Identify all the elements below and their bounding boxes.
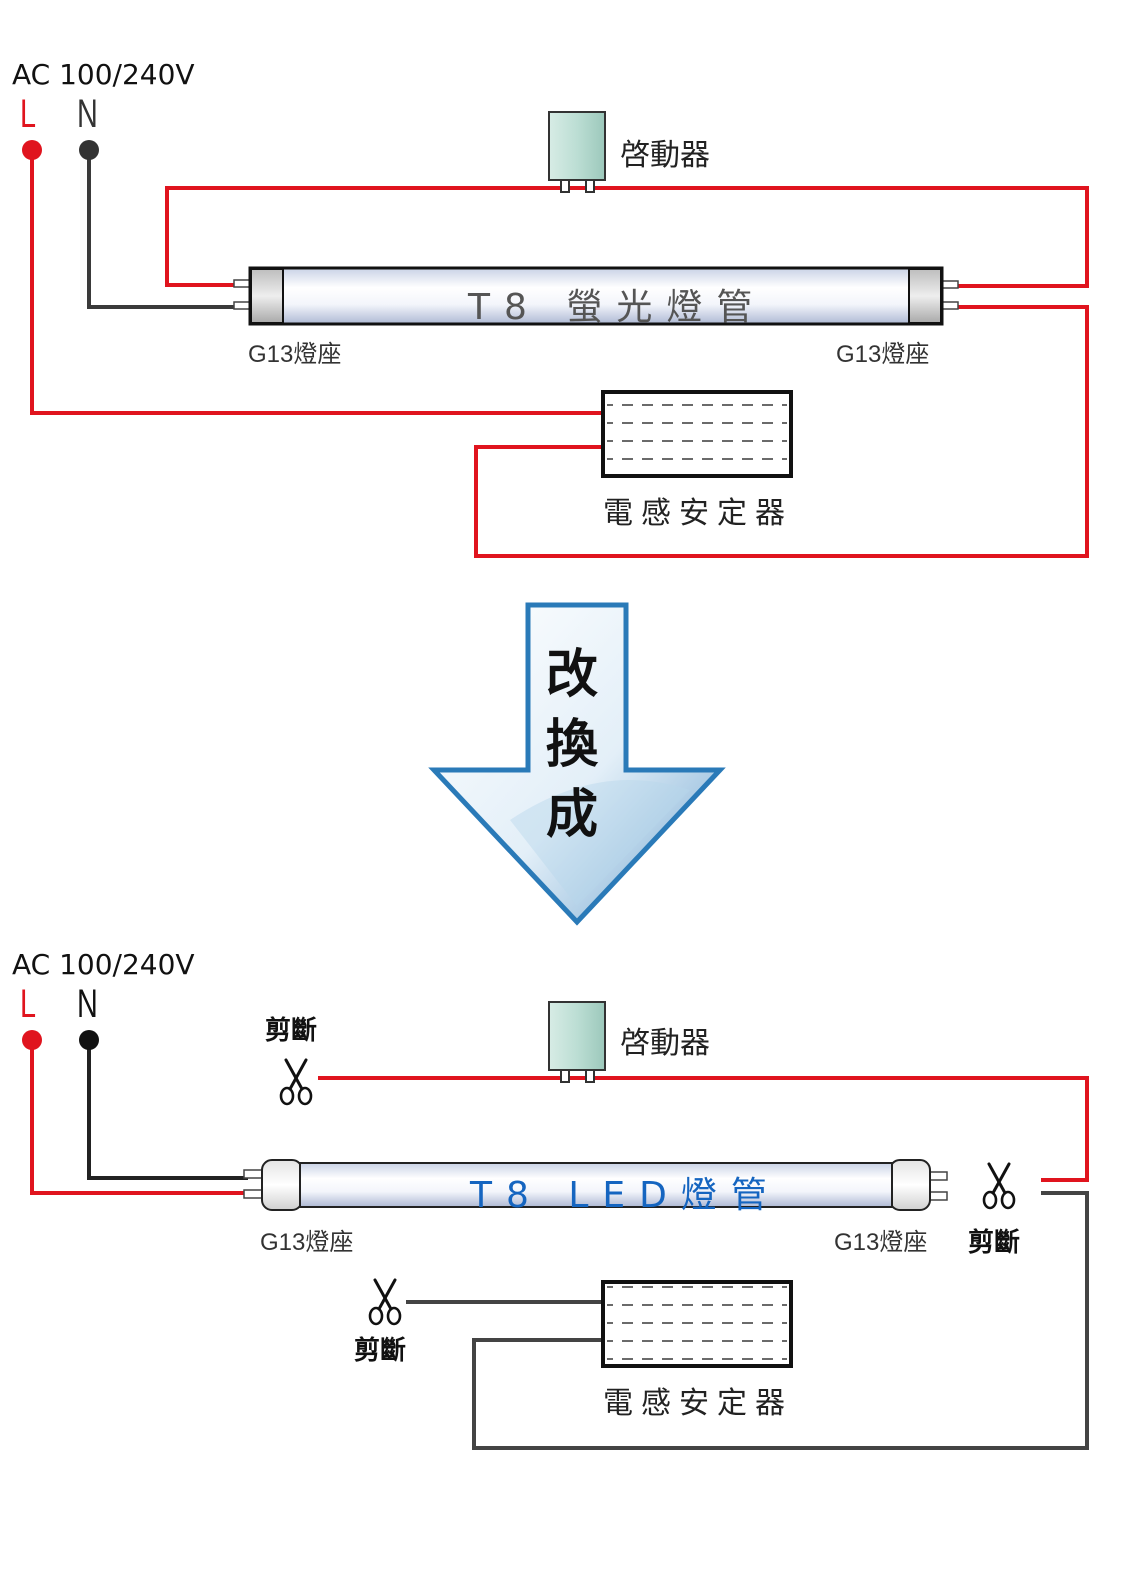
top-ballast-label: 電感安定器 <box>603 496 793 531</box>
bottom-ballast-wire <box>472 1191 1089 1450</box>
top-ballast-icon <box>601 390 793 478</box>
bottom-neutral-terminal <box>79 1030 99 1050</box>
top-neutral-label: N <box>77 92 98 136</box>
arrow-char-3: 成 <box>545 785 598 845</box>
top-neutral-wire <box>87 150 250 309</box>
top-live-label: L <box>20 92 37 136</box>
top-tube <box>233 266 959 326</box>
bottom-live-wire <box>30 1040 248 1195</box>
bottom-neutral-wire <box>87 1040 248 1180</box>
scissors-icon-starter <box>279 1058 313 1106</box>
bottom-live-terminal <box>22 1030 42 1050</box>
bottom-ballast-label: 電感安定器 <box>603 1386 793 1421</box>
top-neutral-terminal <box>79 140 99 160</box>
top-diagram <box>22 111 1089 558</box>
top-starter-wire <box>165 186 1089 288</box>
bottom-live-label: L <box>20 982 37 1026</box>
top-socket-right-label: G13燈座 <box>836 341 930 368</box>
bottom-diagram <box>22 1001 1089 1450</box>
top-socket-left-label: G13燈座 <box>248 341 342 368</box>
arrow-char-1: 改 <box>545 645 598 705</box>
cut-label-starter: 剪斷 <box>265 1016 318 1046</box>
top-tube-label: T8 螢光燈管 <box>468 287 767 328</box>
bottom-starter-label: 啓動器 <box>620 1026 710 1061</box>
top-starter-label: 啓動器 <box>620 138 710 173</box>
cut-label-right: 剪斷 <box>968 1228 1021 1258</box>
top-supply-label: AC 100/240V <box>12 58 195 91</box>
scissors-icon-right <box>982 1162 1016 1210</box>
bottom-neutral-label: N <box>77 982 98 1026</box>
bottom-socket-right-label: G13燈座 <box>834 1229 928 1256</box>
bottom-starter-icon <box>548 1001 606 1083</box>
scissors-icon-ballast <box>368 1278 402 1326</box>
bottom-tube-label: T8 LED燈管 <box>470 1175 781 1216</box>
top-live-wire <box>30 150 603 415</box>
change-arrow <box>428 602 726 926</box>
top-starter-icon <box>548 111 606 193</box>
top-ballast-wire <box>474 305 1089 558</box>
bottom-ballast-icon <box>601 1280 793 1368</box>
arrow-char-2: 換 <box>545 715 598 775</box>
top-live-terminal <box>22 140 42 160</box>
cut-label-ballast: 剪斷 <box>354 1336 407 1366</box>
bottom-supply-label: AC 100/240V <box>12 948 195 981</box>
bottom-socket-left-label: G13燈座 <box>260 1229 354 1256</box>
bottom-tube <box>243 1159 948 1211</box>
bottom-starter-wire <box>318 1076 1089 1182</box>
